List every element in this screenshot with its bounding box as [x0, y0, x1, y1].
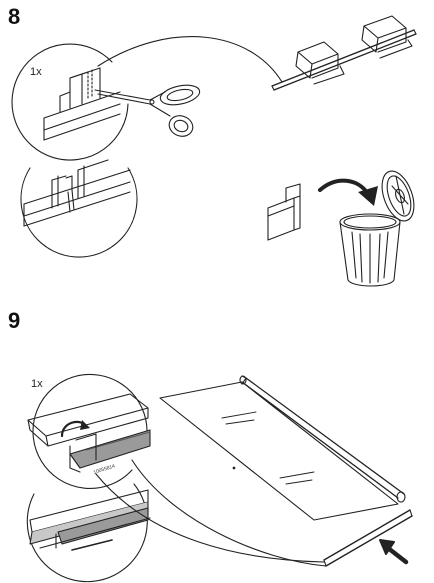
step9-connector-line-bottom: [131, 459, 327, 567]
step8-detail-removed-circle: [20, 159, 138, 258]
step9-quantity-label: 1x: [31, 378, 43, 390]
step8-removed-clip: [267, 183, 301, 241]
scissors-icon: [94, 84, 201, 137]
push-arrow-icon: [379, 539, 409, 565]
step8-quantity-label: 1x: [30, 66, 42, 78]
step-number-9: 9: [8, 308, 21, 333]
step8-group: [11, 15, 417, 287]
step9-detail-clip-circle: 10055814: [27, 373, 151, 489]
step8-connector-line: [97, 36, 283, 83]
trash-can-icon: [339, 170, 415, 287]
step8-rail-with-blocks: [271, 15, 417, 91]
step9-blind-panel: [159, 375, 406, 521]
step9-bottom-rail: [323, 509, 413, 567]
step8-detail-cut-circle: [11, 43, 129, 161]
step-number-8: 8: [8, 4, 21, 29]
curved-arrow-icon: [318, 178, 378, 206]
step9-group: 10055814: [26, 373, 413, 583]
step9-detail-mounted-circle: [26, 483, 151, 583]
